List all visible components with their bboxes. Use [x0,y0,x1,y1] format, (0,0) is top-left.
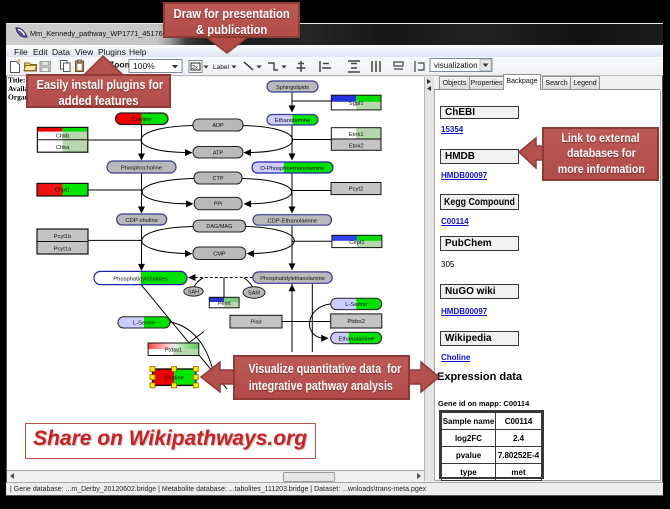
svg-text:ATP: ATP [213,150,224,156]
svg-text:Pcyt2: Pcyt2 [349,187,364,193]
svg-text:Sphingolipids: Sphingolipids [276,85,309,91]
svg-text:L-Serine: L-Serine [133,321,155,327]
svg-text:Pemt: Pemt [218,301,231,307]
svg-text:L-Serine: L-Serine [345,302,367,308]
svg-text:Chkb: Chkb [56,133,70,139]
svg-text:Availab: Availab [8,84,32,93]
svg-text:Ptdss1: Ptdss1 [165,348,183,354]
svg-text:DAG/MAG: DAG/MAG [206,224,232,230]
svg-text:SAM: SAM [248,291,260,297]
svg-text:Choline: Choline [164,376,184,382]
svg-text:Phosphocholine: Phosphocholine [121,165,162,171]
svg-text:SAH: SAH [188,290,199,296]
svg-text:CMP: CMP [213,251,226,257]
svg-text:Etnk1: Etnk1 [349,132,364,138]
svg-text:CDP-choline: CDP-choline [125,218,158,224]
svg-text:ADP: ADP [212,123,224,129]
svg-text:Etnk2: Etnk2 [349,143,364,149]
svg-text:Pcyt1b: Pcyt1b [54,234,72,240]
svg-text:Ethanolamine: Ethanolamine [275,118,310,124]
svg-text:Pisd: Pisd [250,320,261,326]
svg-text:100%: 100% [133,61,155,71]
svg-text:Phosphatidylethanolamine: Phosphatidylethanolamine [260,276,325,282]
svg-text:2x: 2x [192,65,198,71]
svg-text:Sgpl1: Sgpl1 [349,101,364,107]
svg-text:Pcyt1a: Pcyt1a [54,246,72,252]
svg-text:Ethanolamine: Ethanolamine [338,336,373,342]
svg-text:Phosphatidylcholines: Phosphatidylcholines [113,277,168,283]
svg-text:CDP-Ethanolamine: CDP-Ethanolamine [267,218,317,224]
svg-text:Zoom:: Zoom: [109,60,135,70]
svg-text:Chka: Chka [56,145,70,151]
svg-text:Title:: Title: [8,77,25,85]
svg-text:Organis: Organis [8,93,34,102]
svg-text:CTP: CTP [213,176,224,182]
svg-text:Choline: Choline [132,117,152,123]
svg-text:visualization: visualization [434,61,478,70]
svg-text:Cept1: Cept1 [349,240,364,246]
svg-text:Label: Label [213,64,229,71]
svg-text:PPi: PPi [214,202,223,208]
svg-text:O-Phosphoethanolamine: O-Phosphoethanolamine [260,166,324,172]
svg-text:Ptdss2: Ptdss2 [347,319,365,325]
svg-text:Chpt1: Chpt1 [55,188,70,194]
